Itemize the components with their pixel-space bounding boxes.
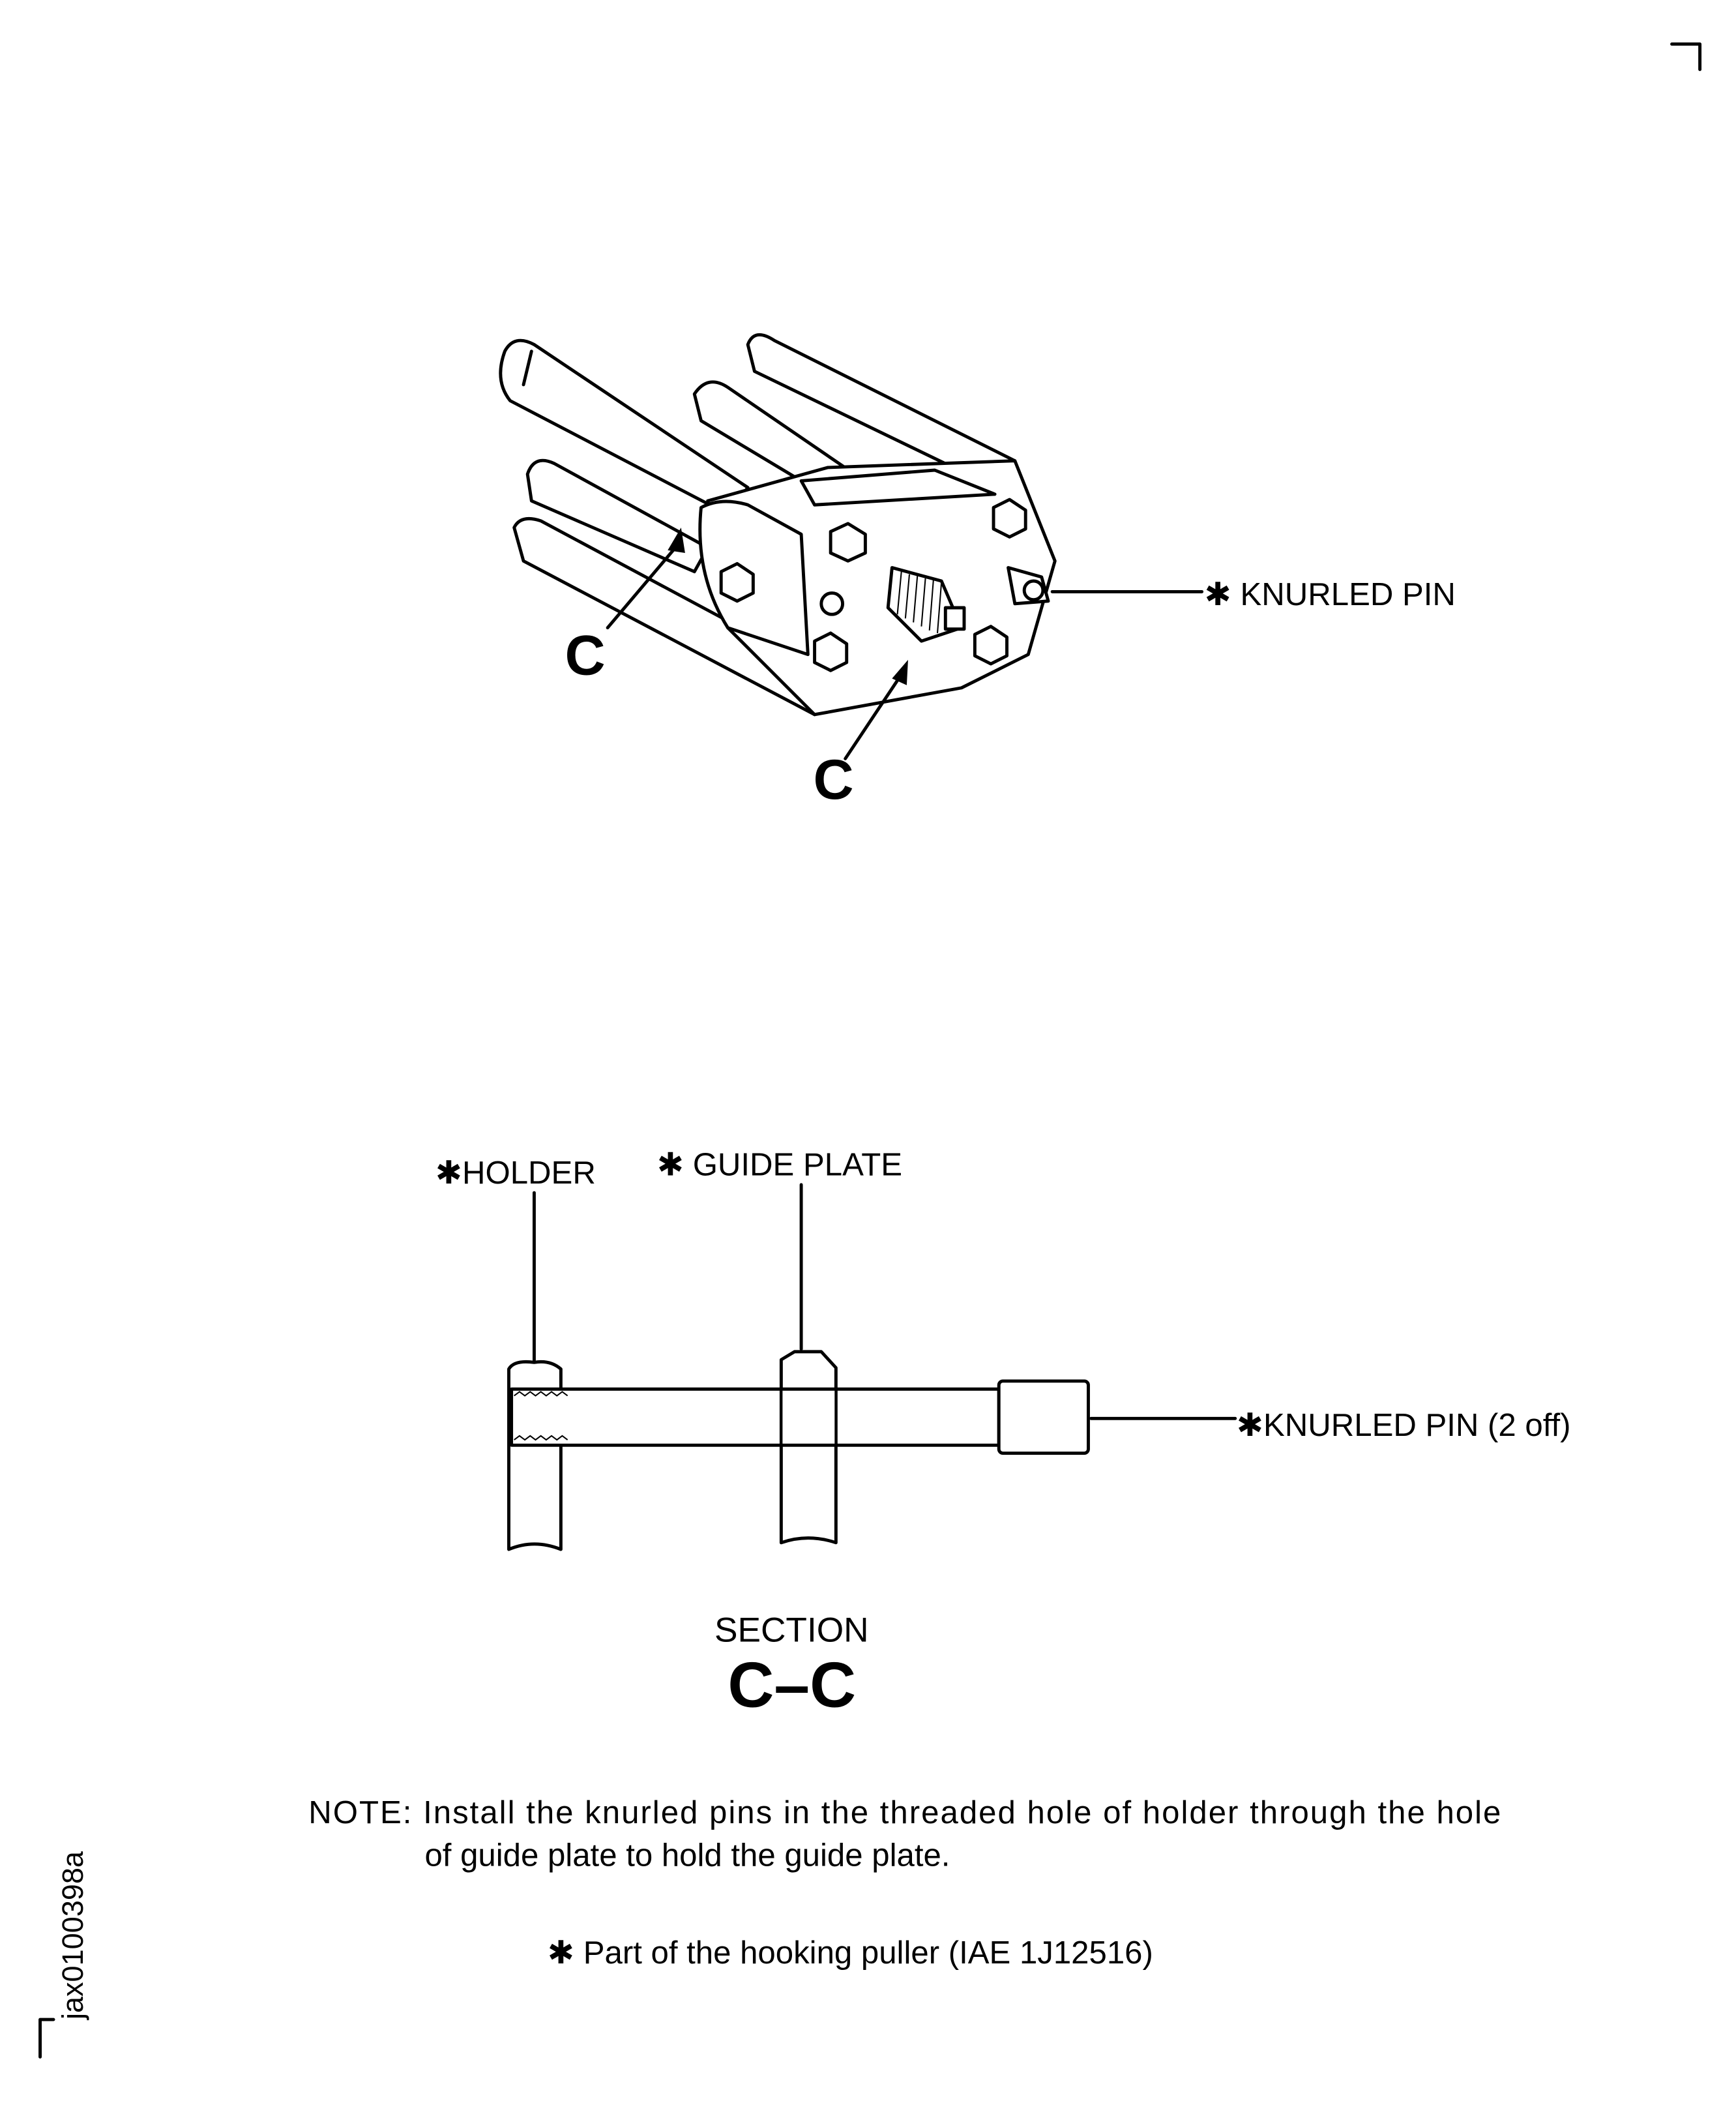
section-title: SECTION: [714, 1611, 869, 1649]
guide-plate-section: [779, 1350, 838, 1545]
section-id: C–C: [728, 1649, 856, 1721]
knurled-pin-label: ✱ KNURLED PIN: [1205, 577, 1456, 612]
pin-rod: [510, 1387, 1001, 1447]
holder-label: ✱HOLDER: [435, 1155, 596, 1191]
note-line-1: NOTE: Install the knurled pins in the th…: [308, 1795, 1501, 1830]
guide-plate-label: ✱ GUIDE PLATE: [657, 1148, 902, 1183]
puller-isometric-drawing: [499, 333, 1057, 760]
section-cc-drawing: [507, 1350, 1090, 1551]
footnote: ✱ Part of the hooking puller (IAE 1J1251…: [548, 1935, 1153, 1971]
figure-id: jax0100398a: [56, 1851, 89, 2021]
section-marker-c-bottom: C: [814, 749, 854, 811]
crop-mark-bottom-left: [38, 2018, 55, 2059]
knurled-pin-head: [997, 1379, 1090, 1455]
knurled-pin-2off-label: ✱KNURLED PIN (2 off): [1237, 1408, 1571, 1443]
note-line-2: of guide plate to hold the guide plate.: [424, 1838, 950, 1873]
crop-mark-top-right: [1670, 42, 1702, 71]
section-marker-c-left: C: [565, 624, 606, 687]
